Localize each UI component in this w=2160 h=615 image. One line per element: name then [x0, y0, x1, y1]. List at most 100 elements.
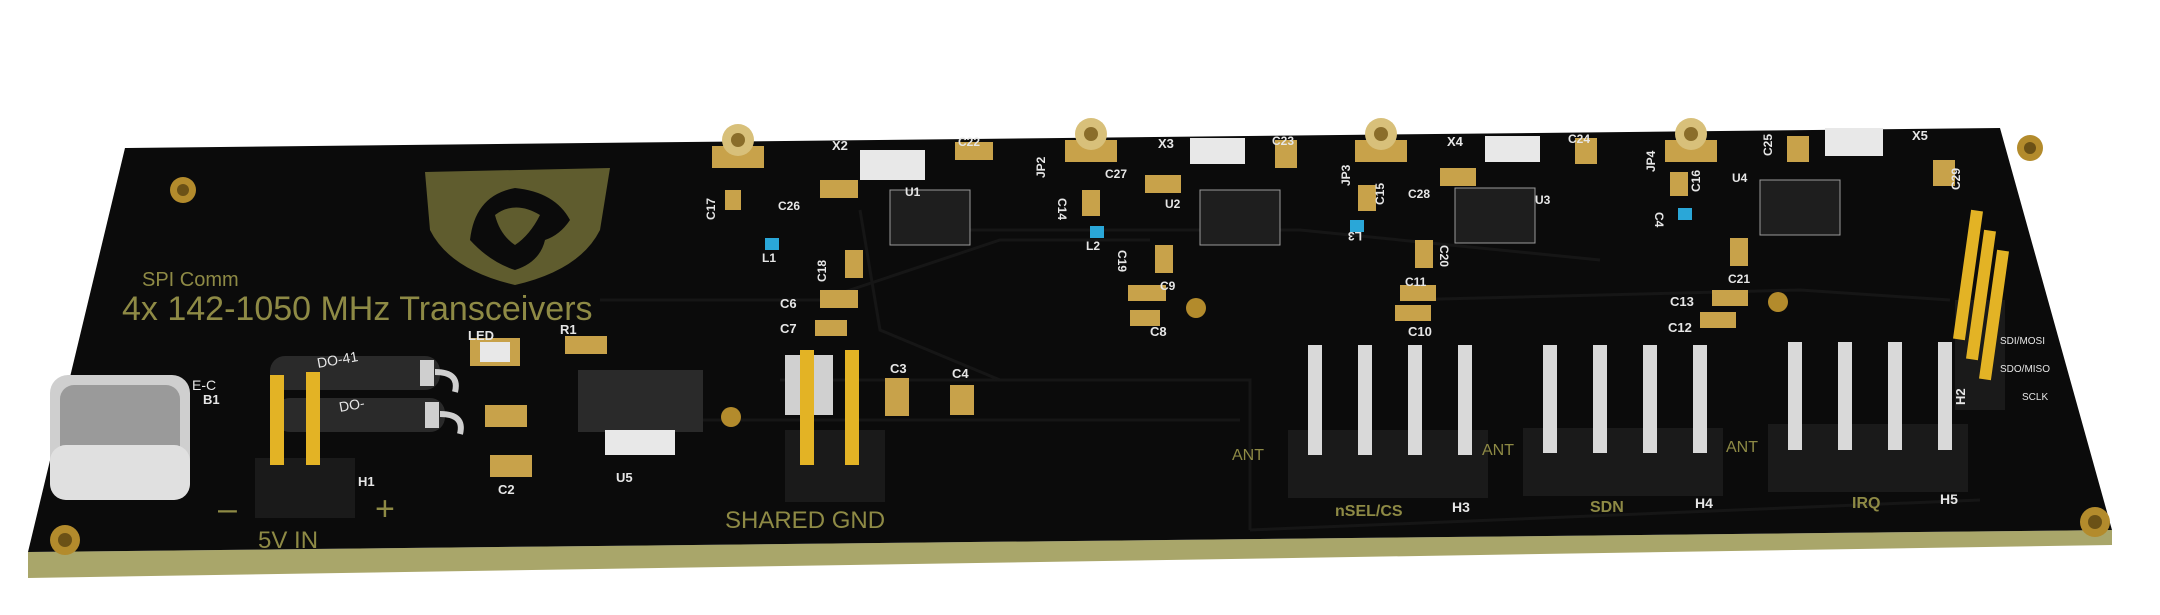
refdes-c19: C19 [1115, 250, 1129, 272]
refdes-c18: C18 [815, 260, 829, 282]
refdes-l1: L1 [762, 251, 776, 265]
cap-c1 [485, 405, 527, 427]
crystal-x3 [1190, 138, 1245, 164]
ic-u3 [1454, 187, 1536, 244]
cap-c20 [1415, 240, 1433, 268]
cap-c3 [885, 378, 909, 416]
antenna-connector-3 [1355, 118, 1407, 162]
header-shared-gnd[interactable] [785, 350, 885, 502]
header-h3[interactable] [1288, 345, 1488, 498]
diode-do41-2 [275, 398, 464, 435]
cap-c23 [1275, 140, 1297, 168]
h3-name: nSEL/CS [1335, 503, 1403, 520]
refdes-c14: C14 [1055, 198, 1069, 220]
refdes-c7: C7 [780, 321, 797, 336]
h5-name: IRQ [1852, 495, 1880, 512]
refdes-x5: X5 [1912, 128, 1928, 143]
refdes-c16: C16 [1689, 170, 1703, 192]
cap-c8 [1130, 310, 1160, 326]
inductor-l4 [1678, 208, 1692, 220]
refdes-c17: C17 [704, 198, 718, 220]
diode-do41-1 [270, 356, 459, 393]
cap-c17 [725, 190, 741, 210]
mounting-holes [50, 135, 2110, 555]
refdes-u3: U3 [1535, 193, 1551, 207]
h2-pin-sclk: SCLK [2022, 392, 2048, 403]
refdes-x3: X3 [1158, 136, 1174, 151]
refdes-u2: U2 [1165, 197, 1181, 211]
refdes-l3: L3 [1348, 229, 1362, 243]
refdes-c6: C6 [780, 296, 797, 311]
refdes-c12: C12 [1668, 320, 1692, 335]
cap-c22 [955, 142, 993, 160]
power-plus: + [375, 490, 395, 528]
cap-c21 [1730, 238, 1748, 266]
h5-ant-label: ANT [1726, 439, 1758, 456]
header-h2[interactable] [1953, 209, 2009, 410]
power-minus: – [218, 490, 237, 528]
inductor-l2 [1090, 226, 1104, 238]
header-h4[interactable] [1523, 345, 1723, 496]
cap-c27 [1145, 175, 1181, 193]
refdes-c26: C26 [778, 199, 800, 213]
shared-gnd-label: SHARED GND [725, 507, 885, 534]
h2-pin-mosi: SDI/MOSI [2000, 336, 2045, 347]
antenna-connector-1 [712, 124, 764, 168]
cap-c28 [1440, 168, 1476, 186]
lion-shield-logo [425, 168, 610, 285]
inductor-l3 [1350, 220, 1364, 232]
cap-c29 [1933, 160, 1955, 186]
cap-c14 [1082, 190, 1100, 216]
inductor-l1 [765, 238, 779, 250]
refdes-jp3: JP3 [1339, 164, 1353, 186]
ic-u2 [1199, 189, 1281, 246]
refdes-c28: C28 [1408, 187, 1430, 201]
antenna-connector-2 [1065, 118, 1117, 162]
refdes-h1: H1 [358, 474, 375, 489]
h2-pin-miso: SDO/MISO [2000, 364, 2050, 375]
refdes-c10: C10 [1408, 324, 1432, 339]
refdes-do41-b: DO- [338, 395, 366, 415]
refdes-c15: C15 [1373, 183, 1387, 205]
refdes-u1: U1 [905, 185, 921, 199]
cap-c10 [1395, 305, 1431, 321]
refdes-jp2: JP2 [1034, 156, 1048, 178]
refdes-c8: C8 [1150, 324, 1167, 339]
refdes-c27: C27 [1105, 167, 1127, 181]
refdes-b1: B1 [203, 392, 220, 407]
board-title: 4x 142-1050 MHz Transceivers [122, 290, 593, 328]
refdes-c29: C29 [1949, 168, 1963, 190]
cap-c24 [1575, 138, 1597, 164]
refdes-c9: C9 [1160, 279, 1176, 293]
refdes-c2: C2 [498, 482, 515, 497]
refdes-l2: L2 [1086, 239, 1100, 253]
header-h1[interactable] [255, 372, 355, 518]
copper-traces [600, 209, 1981, 532]
cap-c16 [1670, 172, 1688, 196]
h4-ant-label: ANT [1482, 442, 1514, 459]
refdes-c22: C22 [958, 135, 980, 149]
cap-c6 [820, 290, 858, 308]
refdes-h5: H5 [1940, 491, 1958, 507]
board-title-small: SPI Comm [142, 269, 239, 291]
refdes-c11: C11 [1405, 275, 1427, 289]
refdes-x2: X2 [832, 138, 848, 153]
refdes-c23: C23 [1272, 134, 1294, 148]
refdes-c25: C25 [1761, 134, 1775, 156]
cap-c13 [1712, 290, 1748, 306]
usb-c-connector [50, 375, 190, 500]
refdes-c13: C13 [1670, 294, 1694, 309]
refdes-c4: C4 [952, 366, 969, 381]
header-h5[interactable] [1768, 342, 1968, 492]
cap-c15 [1358, 185, 1376, 211]
refdes-u4: U4 [1732, 171, 1748, 185]
refdes-c24: C24 [1568, 132, 1590, 146]
refdes-c21: C21 [1728, 272, 1750, 286]
cap-c2 [490, 455, 532, 477]
cap-c4 [950, 385, 974, 415]
resistor-r1 [565, 336, 607, 354]
refdes-do41-a: DO-41 [316, 348, 360, 371]
cap-c9 [1128, 285, 1166, 301]
cap-c18 [845, 250, 863, 278]
